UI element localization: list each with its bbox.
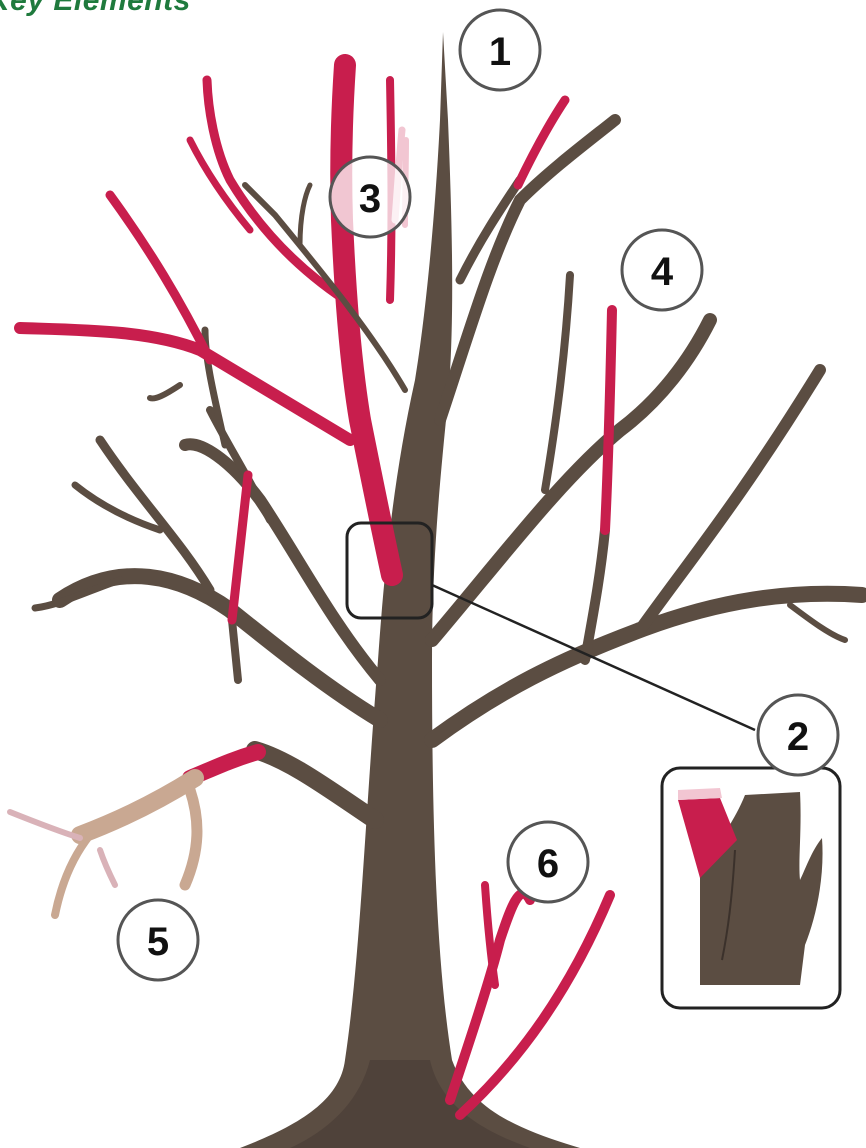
marker-2-label: 2 bbox=[787, 715, 809, 759]
branch-right-mid-side bbox=[545, 275, 570, 490]
marker-3-label: 3 bbox=[359, 177, 381, 221]
competing-leader-branch-1 bbox=[20, 328, 350, 440]
branch-left-lower bbox=[60, 576, 380, 720]
dead-limb-fork-1 bbox=[185, 790, 197, 885]
marker-1: 1 bbox=[460, 10, 540, 90]
dead-limb-fork-2 bbox=[55, 835, 90, 915]
marker-1-label: 1 bbox=[489, 30, 511, 74]
branch-right-lower-tip bbox=[790, 605, 845, 640]
marker-3: 3 bbox=[330, 157, 410, 237]
dead-limb-fork-4 bbox=[100, 850, 115, 885]
sprout-red bbox=[232, 475, 248, 620]
competing-leader-branch-3 bbox=[207, 80, 345, 300]
branch-dead-base bbox=[255, 750, 375, 820]
branch-collar-detail-icon bbox=[662, 768, 840, 1008]
marker-5: 5 bbox=[118, 900, 198, 980]
branch-upper-left-thin2 bbox=[300, 185, 310, 245]
dead-limb bbox=[80, 778, 195, 835]
branch-4-red bbox=[605, 310, 612, 530]
marker-5-label: 5 bbox=[147, 920, 169, 964]
branch-sprout-base bbox=[232, 620, 238, 680]
dead-limb-fork-3 bbox=[10, 812, 80, 838]
competing-leader-main bbox=[341, 65, 392, 575]
marker-4: 4 bbox=[622, 230, 702, 310]
marker-6-label: 6 bbox=[537, 842, 559, 886]
marker-6: 6 bbox=[508, 822, 588, 902]
marker-4-label: 4 bbox=[651, 250, 674, 294]
branch-left-short bbox=[150, 385, 180, 398]
marker-2: 2 bbox=[758, 695, 838, 775]
